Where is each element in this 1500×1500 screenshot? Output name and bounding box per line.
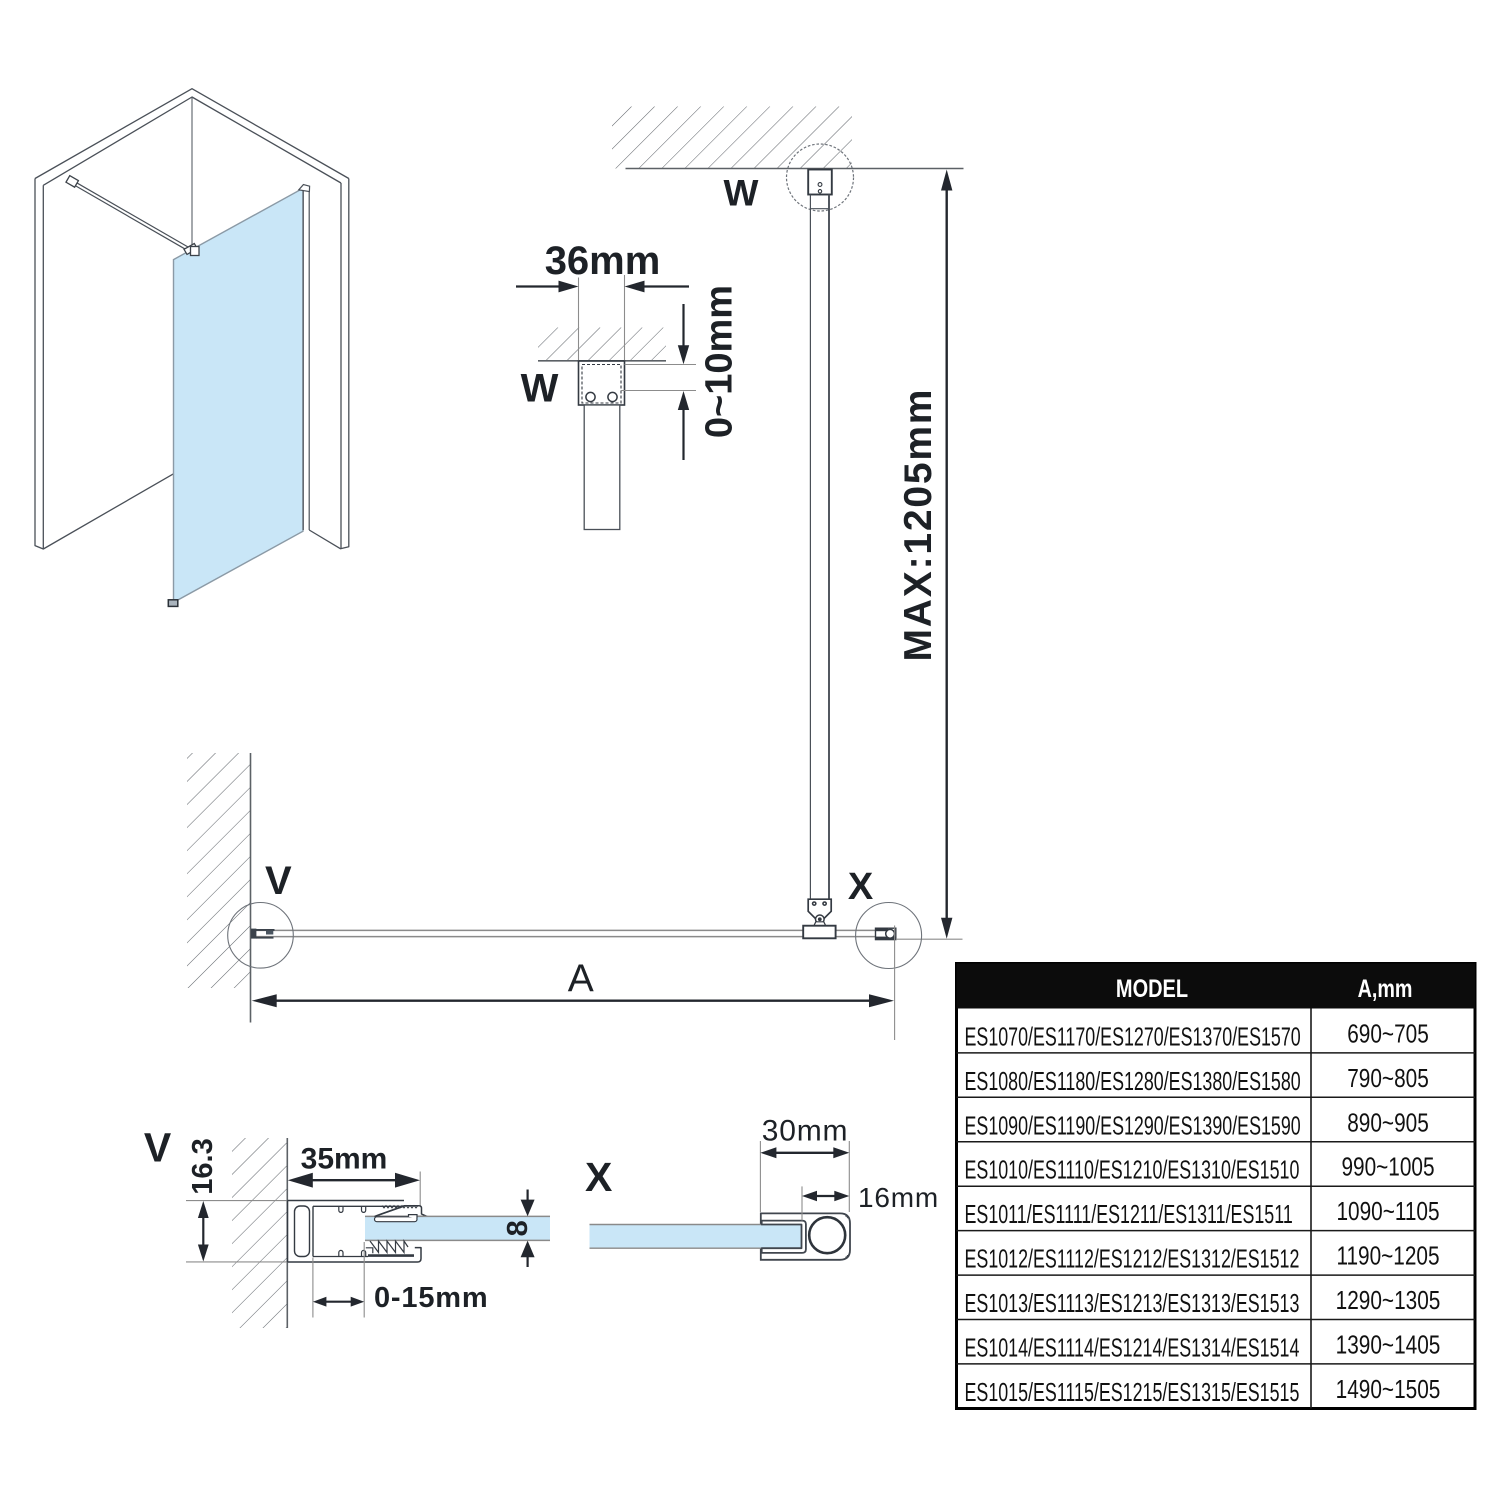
svg-text:1290~1305: 1290~1305 [1336, 1286, 1441, 1315]
svg-text:16mm: 16mm [858, 1182, 939, 1213]
svg-text:16.3: 16.3 [187, 1138, 219, 1194]
svg-text:1390~1405: 1390~1405 [1336, 1330, 1441, 1359]
svg-text:ES1070/ES1170/ES1270/ES1370/ES: ES1070/ES1170/ES1270/ES1370/ES1570 [965, 1022, 1301, 1051]
svg-text:0~10mm: 0~10mm [699, 285, 741, 438]
svg-text:36mm: 36mm [545, 239, 661, 283]
svg-text:ES1015/ES1115/ES1215/ES1315/ES: ES1015/ES1115/ES1215/ES1315/ES1515 [965, 1377, 1300, 1406]
svg-text:790~805: 790~805 [1347, 1064, 1429, 1093]
svg-text:ES1013/ES1113/ES1213/ES1313/ES: ES1013/ES1113/ES1213/ES1313/ES1513 [965, 1289, 1300, 1318]
svg-text:V: V [265, 859, 292, 903]
svg-text:ES1012/ES1112/ES1212/ES1312/ES: ES1012/ES1112/ES1212/ES1312/ES1512 [965, 1244, 1300, 1273]
svg-text:ES1080/ES1180/ES1280/ES1380/ES: ES1080/ES1180/ES1280/ES1380/ES1580 [965, 1066, 1301, 1095]
svg-text:V: V [144, 1125, 172, 1171]
svg-text:1190~1205: 1190~1205 [1336, 1241, 1439, 1270]
svg-text:MODEL: MODEL [1116, 975, 1188, 1003]
svg-text:1090~1105: 1090~1105 [1336, 1197, 1439, 1226]
svg-text:990~1005: 990~1005 [1341, 1153, 1434, 1182]
svg-text:0-15mm: 0-15mm [374, 1282, 488, 1314]
svg-text:X: X [585, 1154, 612, 1200]
svg-text:890~905: 890~905 [1347, 1108, 1429, 1137]
svg-text:X: X [848, 866, 874, 908]
svg-text:MAX:1205mm: MAX:1205mm [897, 388, 940, 662]
svg-text:A: A [568, 958, 594, 1001]
svg-text:690~705: 690~705 [1347, 1019, 1429, 1048]
svg-text:ES1090/ES1190/ES1290/ES1390/ES: ES1090/ES1190/ES1290/ES1390/ES1590 [965, 1111, 1301, 1140]
svg-text:35mm: 35mm [301, 1143, 388, 1176]
svg-text:30mm: 30mm [762, 1115, 849, 1148]
svg-text:A,mm: A,mm [1358, 975, 1413, 1003]
svg-text:W: W [724, 173, 759, 214]
svg-text:1490~1505: 1490~1505 [1336, 1375, 1441, 1404]
svg-text:8: 8 [502, 1220, 534, 1236]
svg-text:ES1011/ES1111/ES1211/ES1311/ES: ES1011/ES1111/ES1211/ES1311/ES1511 [965, 1200, 1293, 1229]
svg-text:ES1014/ES1114/ES1214/ES1314/ES: ES1014/ES1114/ES1214/ES1314/ES1514 [965, 1333, 1300, 1362]
svg-text:W: W [521, 367, 559, 411]
svg-text:ES1010/ES1110/ES1210/ES1310/ES: ES1010/ES1110/ES1210/ES1310/ES1510 [965, 1155, 1300, 1184]
